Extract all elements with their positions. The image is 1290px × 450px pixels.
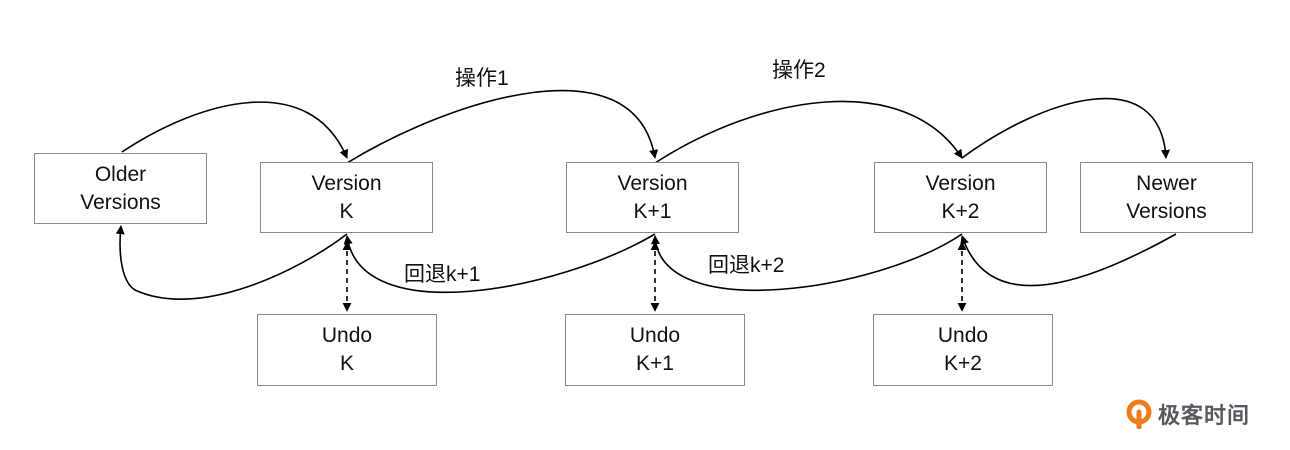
arrow-op2-k1-to-k2 [654,100,963,164]
version-k1-line1: Version [617,171,688,195]
undo-k1-line2: K+1 [636,352,674,375]
arrow-older-to-version-k [121,101,348,159]
arrow-rollback-k1 [343,233,656,294]
rollback-k1-label: 回退k+1 [404,263,481,286]
undo-k2-box: Undo K+2 [873,314,1053,386]
version-k-box: Version K [260,162,433,233]
op1-label: 操作1 [455,67,509,90]
arrow-newer-to-version-k2 [960,233,1177,287]
geektime-logo-text: 极客时间 [1158,403,1251,428]
arrow-rollback-k2 [650,233,963,292]
arrow-version-k-to-older [115,225,348,300]
newer-versions-line2: Versions [1126,199,1207,223]
op2-label: 操作2 [772,59,826,82]
geektime-logo-icon [1126,399,1152,429]
version-k1-box: Version K+1 [566,162,739,233]
arrow-k2-to-newer [961,97,1170,159]
version-k2-line2: K+2 [941,199,980,223]
older-versions-line2: Versions [80,190,161,214]
version-k-line1: Version [311,171,382,195]
undo-k-line2: K [339,352,354,375]
version-k2-line1: Version [925,171,996,195]
geektime-logo: 极客时间 [1126,398,1250,430]
newer-versions-line1: Newer [1136,171,1197,195]
undo-k1-box: Undo K+1 [565,314,745,386]
undo-k2-line1: Undo [937,324,989,347]
version-k2-box: Version K+2 [874,162,1047,233]
arrow-op1-k-to-k1 [346,89,659,164]
undo-k-line1: Undo [321,324,373,347]
version-k-line2: K [339,199,354,223]
rollback-k2-label: 回退k+2 [708,254,785,277]
older-versions-box: Older Versions [34,153,207,224]
undo-k-box: Undo K [257,314,437,386]
undo-k1-line1: Undo [629,324,681,347]
older-versions-line1: Older [94,162,147,186]
newer-versions-box: Newer Versions [1080,162,1253,233]
version-k1-line2: K+1 [633,199,672,223]
undo-k2-line2: K+2 [944,352,982,375]
